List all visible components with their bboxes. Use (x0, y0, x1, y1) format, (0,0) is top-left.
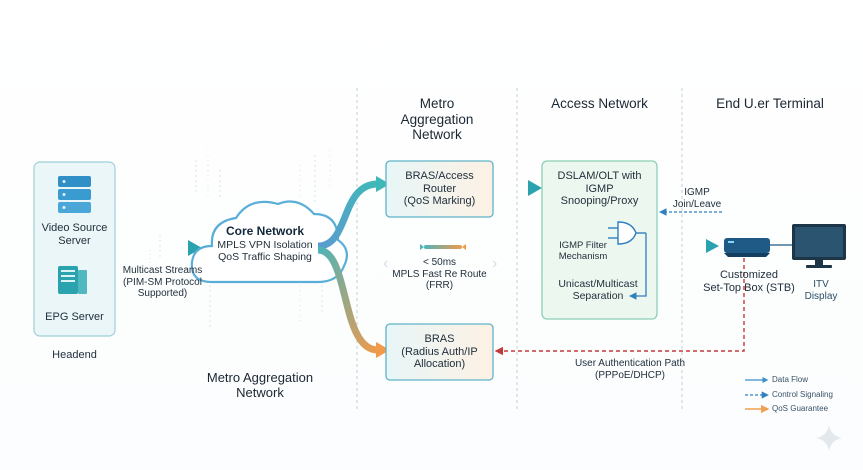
frr-text: < 50ms MPLS Fast Re Route (FRR) (386, 257, 493, 292)
headend-box (33, 161, 116, 337)
core-network-title: Core Network (225, 224, 305, 238)
igmp-filter-line1: IGMP Filter (559, 240, 607, 251)
end-user-terminal-header: End U.er Terminal (716, 96, 824, 111)
separation-label: Unicast/Multicast Separation (548, 278, 648, 302)
bras-access-line1: BRAS/Access (405, 170, 474, 182)
access-network-header: Access Network (551, 96, 648, 111)
bras-auth-text: BRAS (Radius Auth/IP Allocation) (386, 333, 493, 371)
legend-data-flow: Data Flow (772, 375, 809, 384)
cloud-to-bras-auth-arrow (317, 246, 379, 354)
frr-line2: MPLS Fast Re Route (392, 268, 487, 280)
auth-path-label: User Authentication Path (PPPoE/DHCP) (560, 358, 700, 381)
dslam-internal-loop (628, 233, 647, 300)
bras-auth-box (385, 323, 494, 381)
headend-label: Headend (52, 349, 97, 361)
bras-access-text: BRAS/Access Router (QoS Marking) (386, 170, 493, 208)
video-source-label: Video Source Server (41, 222, 108, 247)
auth-path-line1: User Authentication Path (574, 358, 686, 369)
separation-line1: Unicast/Multicast (558, 278, 638, 290)
column-dividers (356, 88, 683, 412)
dslam-title-line2: IGMP (585, 182, 614, 195)
igmp-filter-gate (608, 221, 646, 245)
set-top-box-icon (724, 238, 770, 257)
video-server-icon (58, 176, 91, 213)
metro-aggregation-header: Metro Aggregation Network (400, 96, 474, 143)
dslam-olt-box (541, 160, 658, 320)
tv-label: ITV Display (796, 279, 846, 302)
cloud-to-bras-access-arrow (317, 180, 379, 250)
frr-speed-indicator (420, 244, 466, 250)
core-network-line2: QoS Traffic Shaping (218, 250, 312, 263)
bras-access-line3: (QoS Marking) (403, 195, 476, 208)
dslam-title-line1: DSLAM/OLT with (557, 170, 642, 182)
epg-server-label: EPG Server (45, 311, 104, 323)
igmp-filter-label: IGMP Filter Mechanism (548, 240, 618, 263)
core-network-line1: MPLS VPN Isolation (217, 238, 313, 251)
dslam-title: DSLAM/OLT with IGMP Snooping/Proxy (542, 170, 657, 208)
tv-line1: ITV (813, 279, 829, 290)
legend-control-signaling: Control Signaling (772, 390, 833, 399)
bras-auth-line3: Allocation) (413, 358, 466, 371)
svg-text:›: › (492, 255, 497, 272)
stb-line2: Set-Top Box (STB) (703, 281, 795, 294)
legend-qos-guarantee: QoS Guarantee (772, 404, 829, 413)
igmp-line1: IGMP (684, 187, 710, 198)
igmp-filter-line2: Mechanism (558, 250, 608, 262)
bras-auth-line2: (Radius Auth/IP (401, 345, 478, 358)
igmp-line2: Join/Leave (672, 198, 722, 210)
multicast-streams-label: Multicast Streams (PIM-SM Protocol Suppo… (122, 265, 203, 299)
tv-icon (792, 224, 846, 268)
bras-access-line2: Router (422, 182, 457, 195)
auth-path-line2: (PPPoE/DHCP) (594, 369, 665, 381)
frr-line3: (FRR) (425, 280, 454, 291)
stb-label: Customized Set-Top Box (STB) (694, 269, 804, 294)
bras-auth-line1: BRAS (424, 333, 455, 345)
data-rain-decoration (149, 150, 331, 330)
stb-line1: Customized (719, 269, 779, 281)
svg-text:‹: ‹ (383, 255, 388, 272)
sparkle-icon (816, 425, 842, 451)
tv-line2: Display (804, 290, 838, 302)
metro-aggregation-bottom-label: Metro Aggregation Network (206, 370, 314, 400)
auth-path-arrow (494, 258, 745, 356)
core-network-text: Core Network MPLS VPN Isolation QoS Traf… (205, 224, 325, 263)
legend-arrows (745, 377, 770, 414)
epg-server-icon (58, 266, 87, 294)
dslam-title-line3: Snooping/Proxy (560, 195, 639, 208)
igmp-join-leave-label: IGMP Join/Leave (672, 187, 722, 210)
core-network-cloud (190, 200, 349, 284)
frr-line1: < 50ms (422, 257, 457, 268)
separation-line2: Separation (572, 290, 624, 303)
